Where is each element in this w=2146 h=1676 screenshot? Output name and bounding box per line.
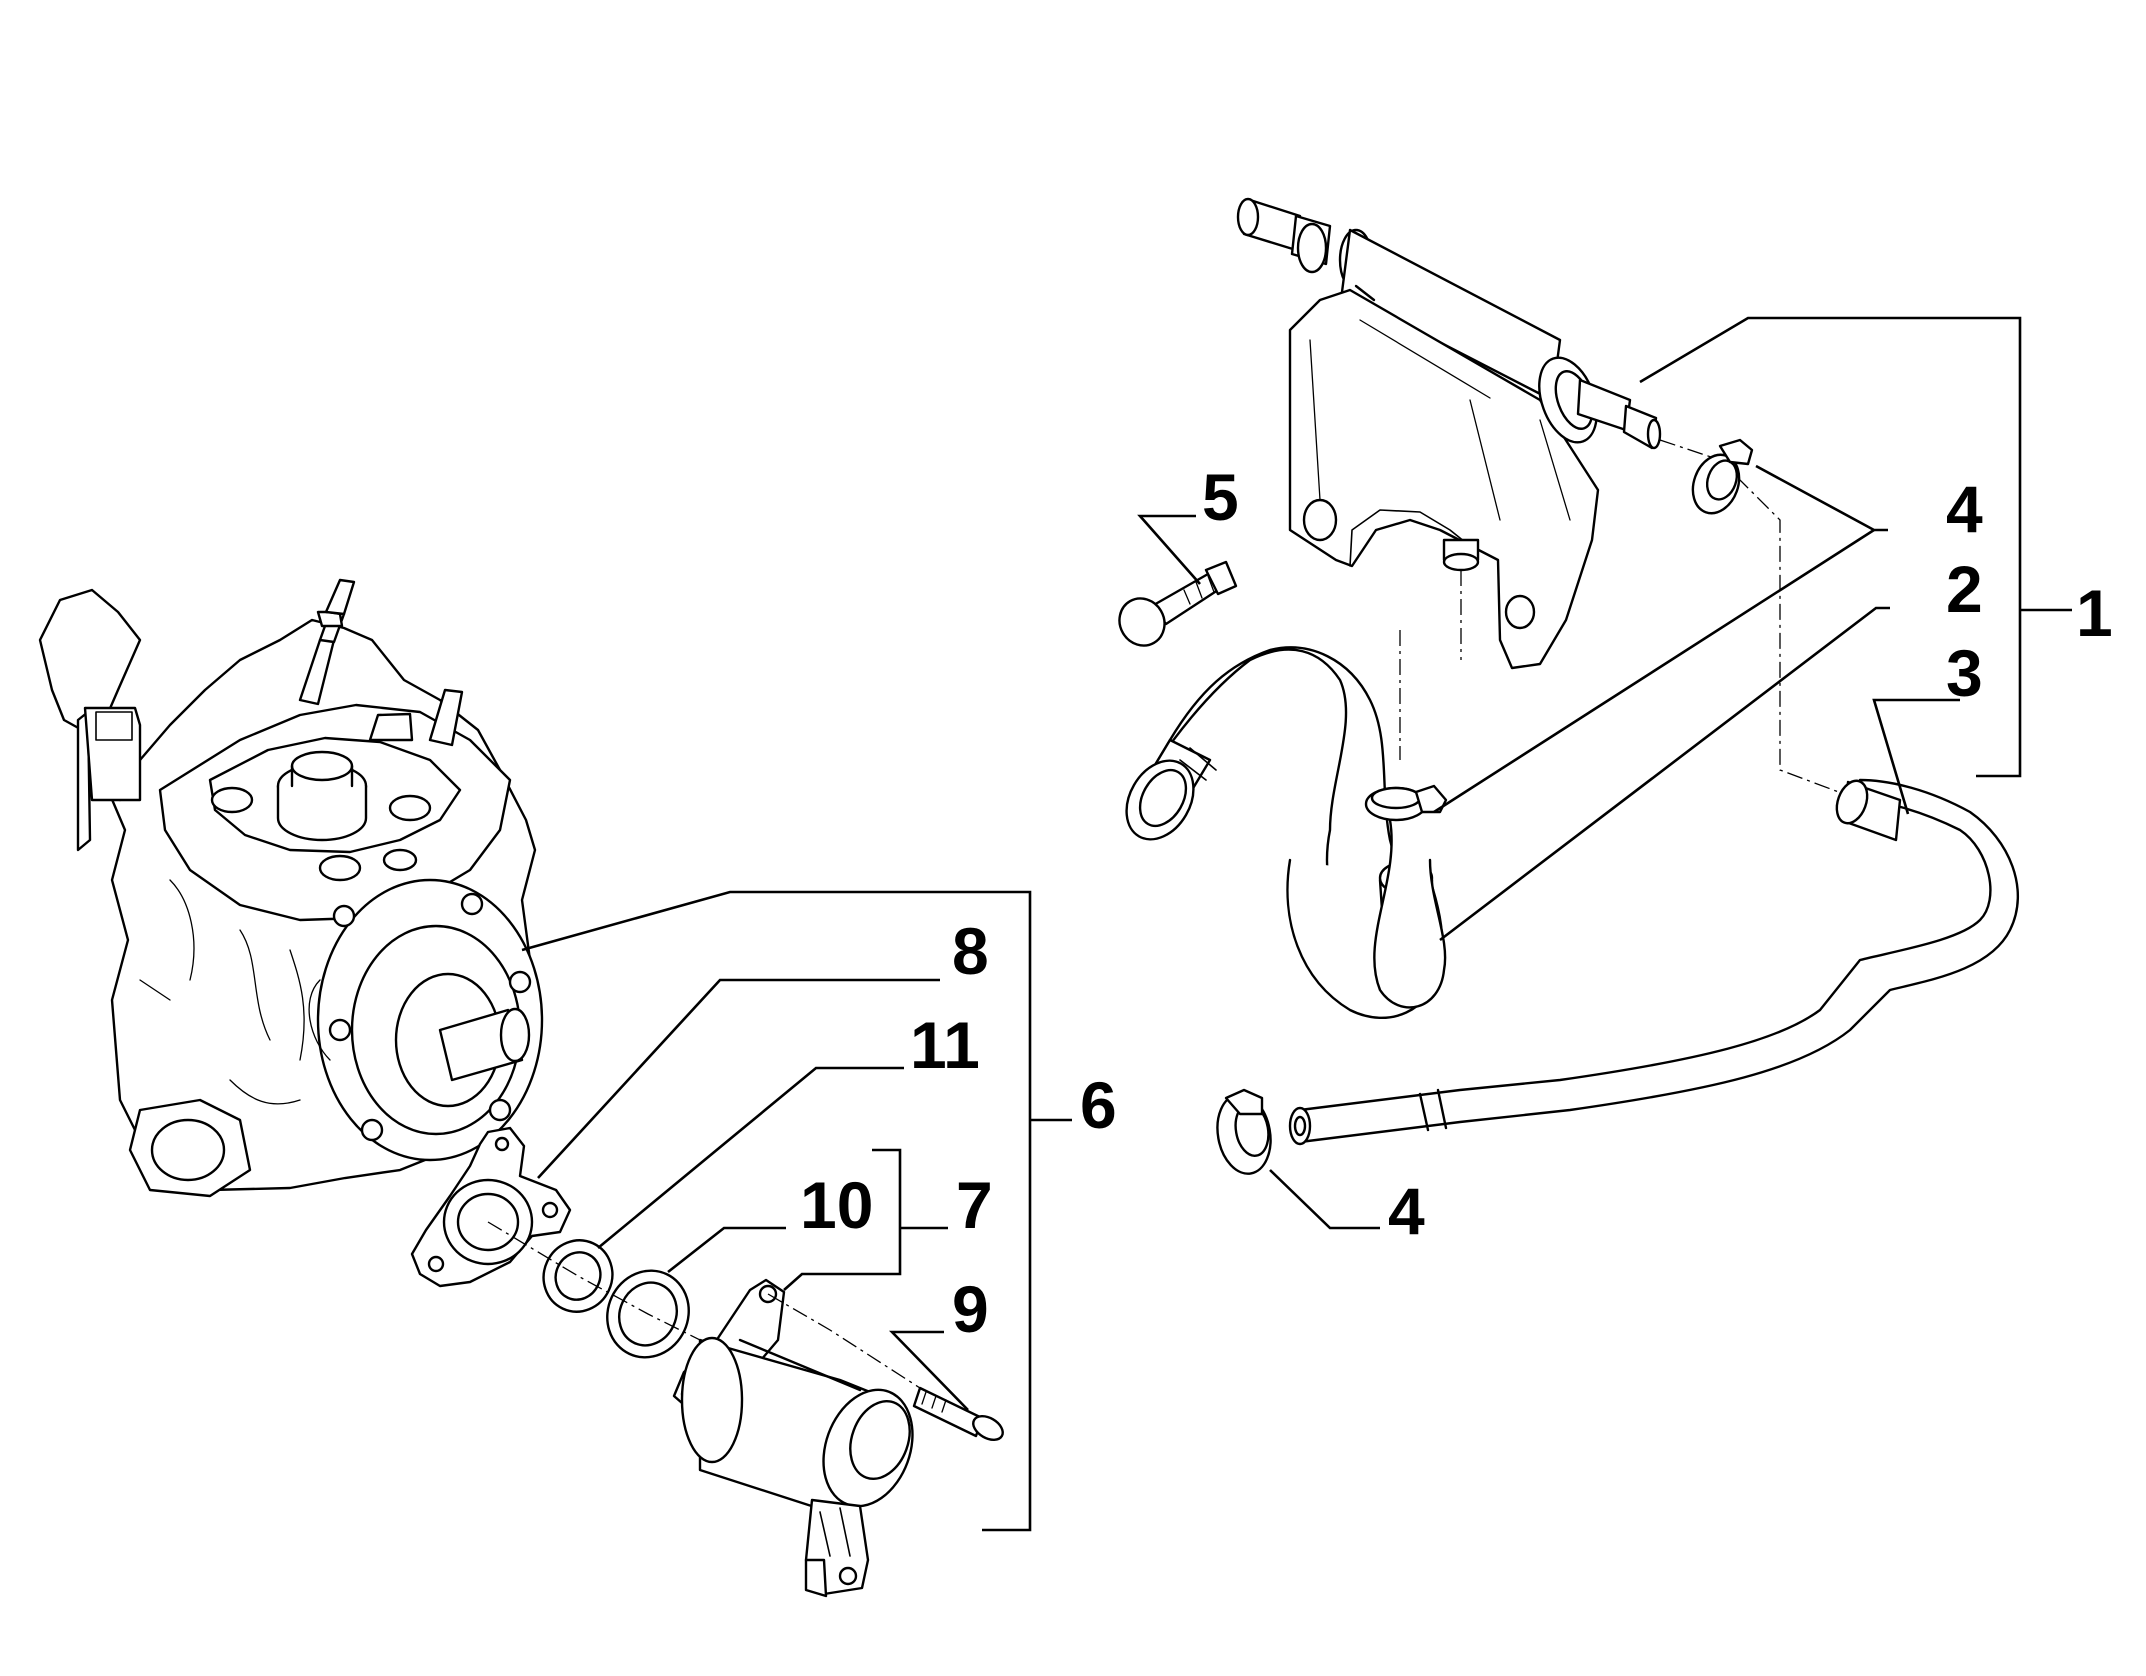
filter-axis-line-3 — [1659, 439, 1861, 801]
leader-4-mid — [1433, 528, 1875, 814]
callout-7: 7 — [956, 1168, 993, 1242]
high-pressure-pump — [38, 578, 544, 1198]
leader-4-bottom — [1269, 1169, 1380, 1230]
bracket-6 — [521, 890, 1032, 1532]
seal-axis-line — [487, 1221, 721, 1351]
callout-4-top: 4 — [1946, 472, 1983, 546]
callout-3: 3 — [1946, 636, 1983, 710]
fuel-hose-lower-bend — [1286, 818, 1447, 1020]
callout-8: 8 — [952, 914, 989, 988]
leader-8 — [537, 978, 940, 1179]
callout-labels: 1 2 3 4 4 5 6 7 8 9 10 11 — [800, 460, 2113, 1346]
pressure-regulator-valve — [672, 1278, 914, 1598]
fuel-return-pipe — [1288, 778, 2019, 1146]
callout-4-bottom: 4 — [1388, 1174, 1425, 1248]
leader-2 — [1439, 606, 1890, 942]
callout-6: 6 — [1080, 1068, 1117, 1142]
hose-clamp-middle — [1364, 784, 1448, 822]
callout-2: 2 — [1946, 552, 1983, 626]
callout-9: 9 — [952, 1272, 989, 1346]
leader-5 — [1137, 514, 1201, 585]
callout-11: 11 — [910, 1008, 980, 1082]
leader-4-top — [1755, 464, 1888, 532]
regulator-screw — [912, 1386, 1004, 1441]
leader-9 — [888, 1330, 969, 1411]
hose-clamp-top — [1691, 438, 1754, 515]
leader-10 — [667, 1226, 786, 1274]
callout-5: 5 — [1202, 460, 1239, 534]
fuel-filter-housing — [1236, 197, 1662, 670]
leader-lines — [521, 316, 2072, 1532]
leader-3 — [1872, 698, 1960, 815]
mounting-bolt — [1118, 560, 1238, 647]
leader-11 — [597, 1066, 904, 1250]
o-ring-small — [542, 1239, 614, 1313]
screw-axis-line — [767, 1293, 921, 1389]
hose-clamp-bottom — [1216, 1088, 1272, 1175]
bracket-7 — [783, 1148, 902, 1291]
bracket-1 — [1639, 316, 2022, 778]
callout-10: 10 — [800, 1168, 873, 1242]
callout-1: 1 — [2076, 576, 2113, 650]
